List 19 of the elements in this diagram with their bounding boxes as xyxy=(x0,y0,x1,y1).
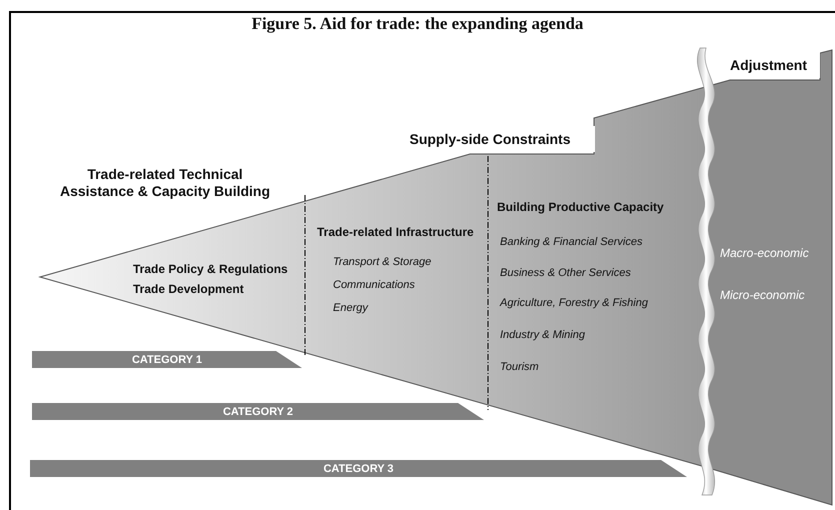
item-text: Transport & Storage xyxy=(333,256,432,268)
item-text: Business & Other Services xyxy=(500,267,631,279)
item-text: Tourism xyxy=(500,361,539,373)
item-text: Communications xyxy=(333,279,415,291)
section-heading: Trade-related Technical Assistance & Capacity Building xyxy=(58,166,272,200)
item-text: Energy xyxy=(333,302,368,314)
subheading: Building Productive Capacity xyxy=(497,200,664,214)
category-band: CATEGORY 2 xyxy=(32,403,484,420)
category-band: CATEGORY 3 xyxy=(30,460,687,477)
item-text: Trade Policy & Regulations xyxy=(133,262,288,276)
item-text: Agriculture, Forestry & Fishing xyxy=(500,297,648,309)
item-text: Banking & Financial Services xyxy=(500,236,642,248)
category-band: CATEGORY 1 xyxy=(32,351,302,368)
item-text: Industry & Mining xyxy=(500,329,585,341)
item-text: Trade Development xyxy=(133,282,244,296)
item-text: Micro-economic xyxy=(720,288,805,302)
figure-title: Figure 5. Aid for trade: the expanding agenda xyxy=(250,14,584,34)
subheading: Trade-related Infrastructure xyxy=(317,225,474,239)
item-text: Macro-economic xyxy=(720,246,809,260)
